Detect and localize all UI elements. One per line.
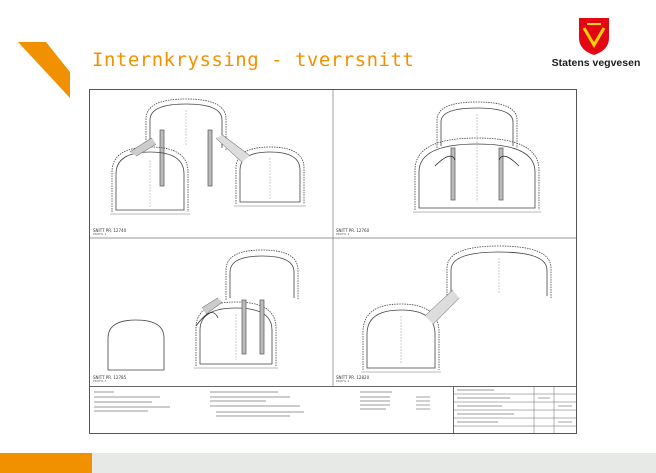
footer-orange-accent (0, 453, 92, 473)
section-panel-1: SNITT PR. 12740 PROFIL 1 (90, 90, 333, 238)
section-panel-3: SNITT PR. 12785 PROFIL 3 (90, 238, 333, 386)
section-label-4: SNITT PR. 12820 PROFIL 4 (336, 375, 370, 383)
corner-wedge-shape (18, 42, 70, 98)
section-label-1: SNITT PR. 12740 PROFIL 1 (93, 228, 127, 236)
section-drawing-4 (361, 245, 552, 373)
section-label-3: SNITT PR. 12785 PROFIL 3 (93, 375, 127, 383)
logo-shield-icon (579, 18, 609, 55)
section-panel-4: SNITT PR. 12820 PROFIL 4 (333, 238, 576, 386)
section-drawing-3 (107, 249, 299, 371)
section-panel-2: SNITT PR. 12760 PROFIL 2 (333, 90, 576, 238)
notes-text-lines (94, 391, 430, 417)
statens-vegvesen-logo: Statens vegvesen (548, 16, 644, 72)
cross-section-drawing: SNITT PR. 12740 PROFIL 1 (89, 89, 577, 434)
drawing-notes (90, 386, 576, 434)
logo-text: Statens vegvesen (551, 57, 641, 69)
title-block-grid (454, 386, 576, 433)
section-drawing-1 (110, 98, 306, 215)
footer-bar (0, 453, 656, 473)
section-label-2: SNITT PR. 12760 PROFIL 2 (336, 228, 370, 236)
drawing-frame (90, 90, 576, 386)
section-drawing-2 (413, 101, 541, 213)
orange-corner-wedge (18, 42, 70, 98)
slide-title: Internkryssing - tverrsnitt (92, 49, 415, 71)
drawing-title-block (453, 386, 576, 433)
